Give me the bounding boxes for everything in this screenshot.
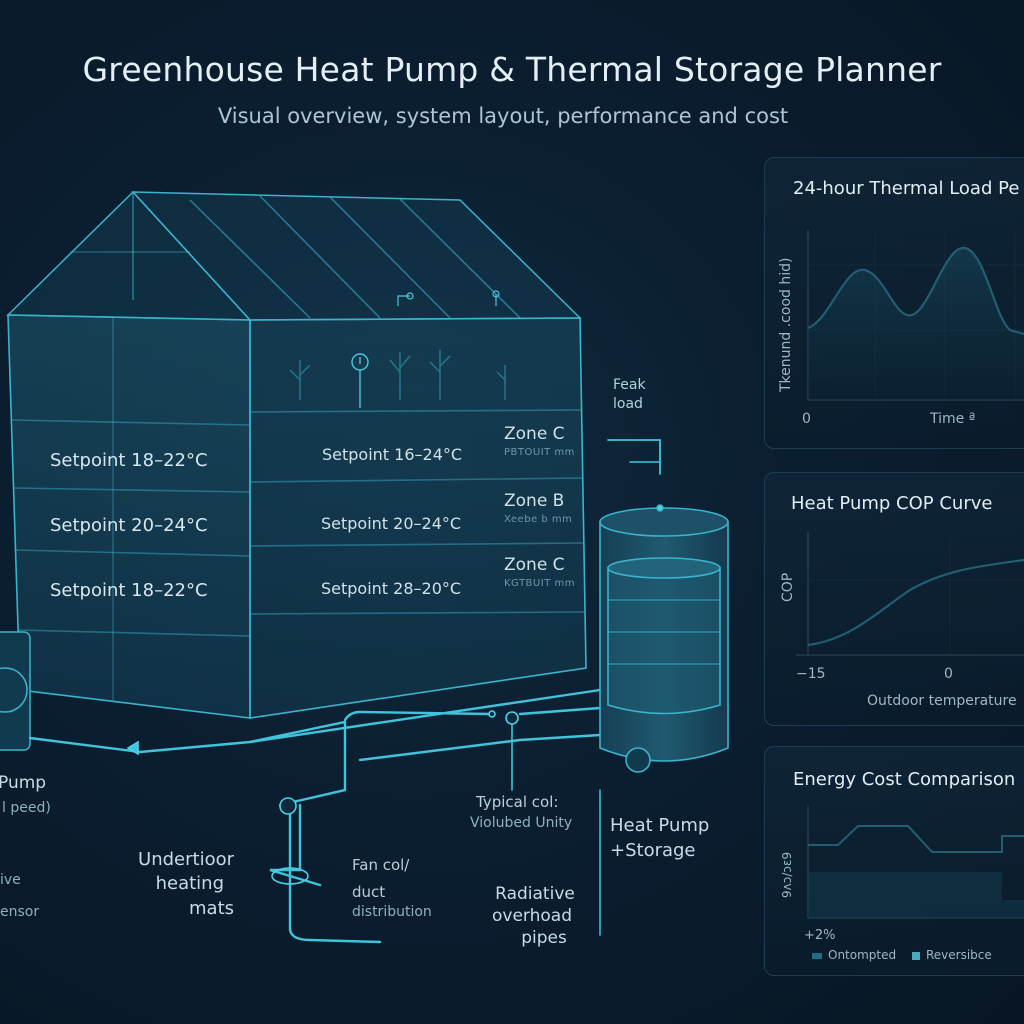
pipe-valve-icons (126, 710, 519, 885)
page-subtitle: Visual overview, system layout, performa… (217, 104, 789, 128)
cost-pct: +2% (804, 928, 836, 943)
distribution-pipes (28, 439, 661, 944)
cop-xlabel: Outdoor temperature (867, 693, 1017, 709)
cop-title: Heat Pump COP Curve (791, 493, 993, 514)
zone-setpoint-left-2: Setpoint 20–24°C (50, 515, 208, 536)
heat-pump-unit-icon (0, 631, 31, 751)
thermal-load-ylabel: Tkenund .cood hid) (778, 257, 794, 392)
greenhouse-walls (7, 314, 587, 719)
thermal-load-x0: 0 (802, 411, 811, 427)
zone-setpoint-left-3: Setpoint 18–22°C (50, 580, 208, 601)
underfloor-label-2: heating (155, 873, 224, 894)
roof-vents (397, 290, 500, 306)
page-title: Greenhouse Heat Pump & Thermal Storage P… (82, 50, 942, 89)
thermal-load-xlabel: Time ª (930, 411, 976, 427)
thermal-load-title: 24-hour Thermal Load Pe (793, 178, 1020, 199)
cost-legend-1: Ontompted (812, 948, 896, 962)
cost-title: Energy Cost Comparison (793, 769, 1016, 790)
cost-legend-2-label: Reversibce (926, 948, 992, 962)
thermal-storage-tank (599, 504, 729, 773)
typical-coil-label-1: Typical col: (476, 793, 559, 811)
radiative-label-2: overhoad (492, 906, 572, 926)
left-label-2: ensor (0, 904, 40, 920)
zone-name-3: Zone C (504, 555, 565, 575)
zone-setpoint-right-2: Setpoint 20–24°C (321, 514, 462, 533)
heat-pump-label-2: l peed) (2, 800, 51, 816)
temperature-sensor-icon (351, 353, 369, 408)
cost-legend-2: Reversibce (912, 948, 992, 962)
zone-setpoint-right-1: Setpoint 16–24°C (322, 445, 463, 464)
fan-coil-label-2: duct (352, 883, 386, 901)
fan-coil-label-1: Fan col/ (352, 856, 410, 874)
storage-label-2: +Storage (610, 840, 696, 861)
underfloor-label-3: mats (189, 898, 234, 919)
zone-name-2: Zone B (504, 491, 565, 511)
zone-tag-3: KGTBUIT mm (504, 578, 575, 589)
legend-swatch-icon (812, 952, 822, 959)
cop-ylabel: COP (780, 572, 796, 602)
legend-swatch-icon (912, 951, 920, 960)
zone-tag-2: Xeebe b mm (504, 514, 573, 525)
cop-xmin: −15 (796, 666, 826, 682)
plants (289, 350, 506, 400)
cop-panel: Heat Pump COP Curve (764, 472, 1024, 726)
typical-coil-label-2: Violubed Unity (470, 815, 573, 831)
cop-xmid: 0 (944, 666, 953, 682)
radiative-label-1: Radiative (495, 884, 575, 904)
zone-setpoint-left-1: Setpoint 18–22°C (50, 450, 208, 471)
fan-coil-label-3: distribution (352, 904, 432, 920)
cost-legend-1-label: Ontompted (828, 948, 897, 962)
peak-load-label-1: Feak (613, 377, 646, 393)
cost-ylabel: 9ʌɔ/ɔɛ9 (780, 851, 794, 898)
cost-panel: Energy Cost Comparison (764, 746, 1024, 976)
left-label-1: ive (0, 872, 21, 888)
zone-name-1: Zone C (504, 424, 565, 444)
zone-setpoint-right-3: Setpoint 28–20°C (321, 579, 462, 598)
zone-tag-1: PBTOUIT mm (504, 447, 575, 458)
thermal-load-panel: 24-hour Thermal Load Pe (764, 157, 1024, 449)
underfloor-label-1: Undertioor (138, 849, 234, 870)
peak-load-label-2: load (613, 396, 643, 412)
greenhouse-roof (6, 190, 582, 321)
radiative-label-3: pipes (521, 928, 567, 948)
storage-label-1: Heat Pump (610, 815, 710, 836)
heat-pump-label-1: Pump (0, 773, 47, 793)
